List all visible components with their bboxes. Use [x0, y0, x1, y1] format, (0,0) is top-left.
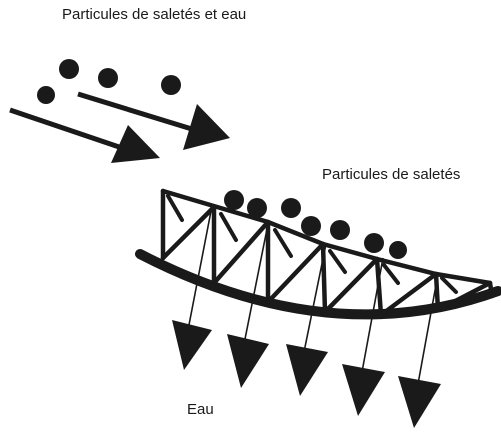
filter-diagonal	[211, 219, 271, 286]
retained-label: Particules de saletés	[322, 166, 461, 183]
outflow-arrow-shaft	[417, 273, 439, 385]
outflow-arrow-head	[286, 344, 328, 396]
outflow-arrow-head	[342, 364, 385, 416]
filter-tick	[273, 228, 293, 258]
outflow-arrow-head	[172, 320, 212, 370]
filter-diagonal	[435, 280, 493, 313]
particle	[301, 216, 321, 236]
retained-particles	[224, 190, 407, 259]
particle	[224, 190, 244, 210]
outflow-arrows	[172, 205, 441, 428]
particle	[281, 198, 301, 218]
inflow-arrow-upper-head	[183, 104, 230, 150]
filter-tick	[219, 212, 238, 242]
particle	[59, 59, 79, 79]
filter-diagonal	[160, 204, 217, 261]
inflow-arrow-lower-shaft	[9, 107, 129, 153]
filter-tick	[440, 276, 458, 294]
particle	[364, 233, 384, 253]
filter-diagonal	[378, 271, 439, 318]
inflow-particles	[37, 59, 181, 104]
outflow-arrow-shaft	[361, 257, 384, 373]
inflow-label: Particules de saletés et eau	[62, 6, 247, 23]
particle	[330, 220, 350, 240]
filter-tick	[328, 249, 347, 274]
particle	[37, 86, 55, 104]
particle	[247, 198, 267, 218]
particle	[98, 68, 118, 88]
filter-diagonal	[265, 241, 326, 305]
particle	[389, 241, 407, 259]
inflow-arrows	[9, 91, 230, 163]
inflow-arrow-upper-shaft	[77, 91, 196, 133]
particle	[161, 75, 181, 95]
filter-tick	[382, 263, 400, 285]
filter-post	[374, 256, 384, 318]
outflow-arrow-shaft	[187, 205, 213, 331]
outflow-arrow-head	[227, 334, 269, 388]
filter-diagonal	[322, 256, 380, 315]
outflow-arrow-shaft	[243, 223, 269, 345]
inflow-arrow-lower-head	[111, 125, 160, 163]
outflow-label: Eau	[187, 401, 214, 418]
outflow-arrow-shaft	[303, 243, 327, 353]
filter-tick	[166, 194, 184, 222]
filter-top-edge	[160, 188, 493, 286]
outflow-arrow-head	[398, 376, 441, 428]
